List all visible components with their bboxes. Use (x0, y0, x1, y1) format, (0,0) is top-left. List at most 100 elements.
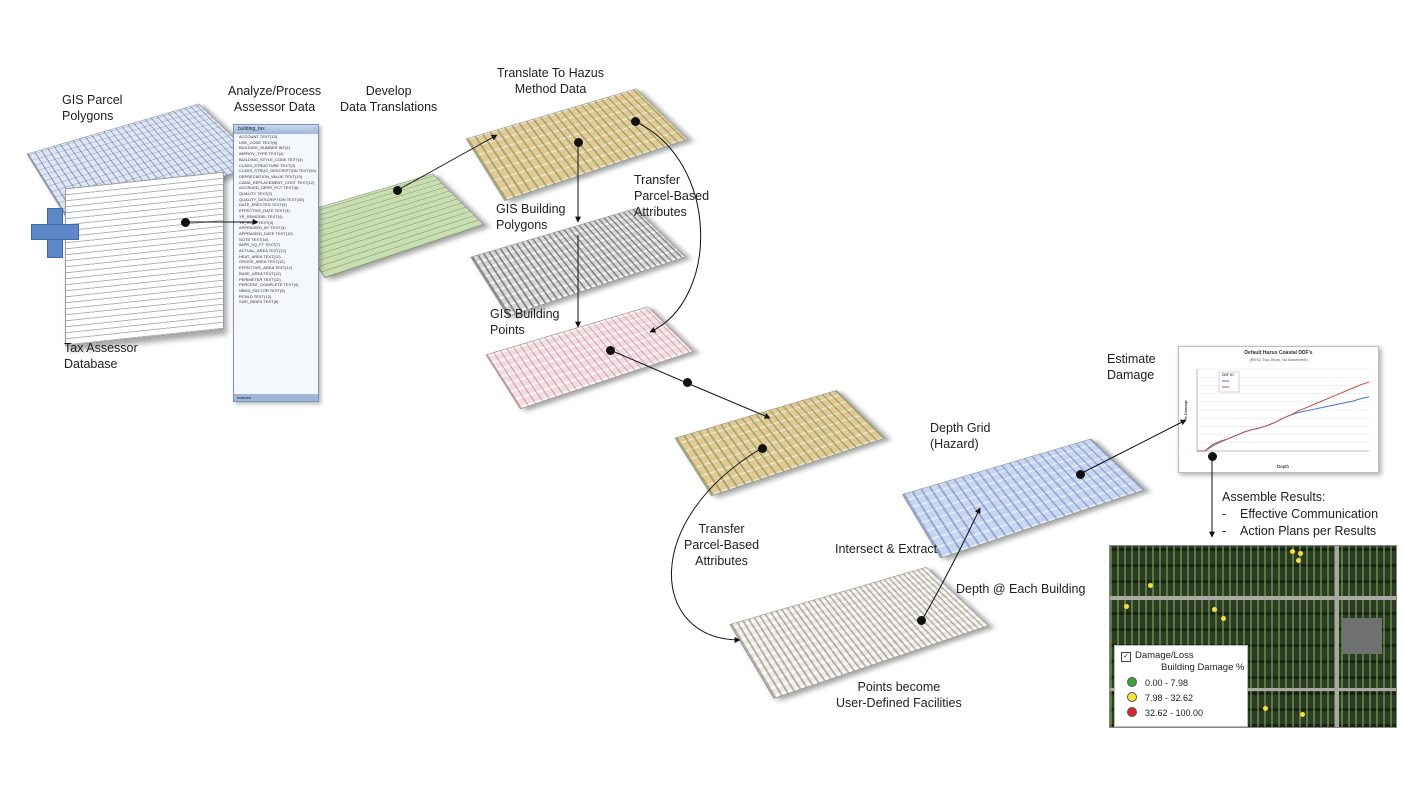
map-point (1290, 549, 1295, 554)
arrow-hazus-curve-to-points (633, 120, 701, 333)
assessor-field-row: EFFECTIVE_DATE TEXT(4) (239, 208, 290, 214)
chart-title: Default Hazus Coastal DDF's (1244, 350, 1313, 356)
assessor-field-row: SIZE_INDEX TEXT(8) (239, 299, 279, 305)
chart-x-axis-label: Depth (1277, 464, 1290, 469)
assemble-dash-2: - (1222, 524, 1227, 538)
assessor-field-row: PERCENT_COMPLETE TEXT(4) (239, 282, 299, 288)
chart-series-line (1197, 381, 1370, 452)
legend-layer-header: ✓ Damage/Loss (1121, 650, 1194, 662)
assessor-table-footer: Indexes (234, 394, 318, 401)
assessor-table-panel: building_tax ACCOUNT TEXT(13)USE_CODE TE… (233, 124, 319, 402)
connector-node (181, 218, 190, 227)
legend-item-high: 32.62 - 100.00 (1127, 707, 1203, 718)
legend-range-high: 32.62 - 100.00 (1145, 708, 1204, 718)
assessor-field-row: RCNLD TEXT(12) (239, 293, 272, 299)
label-gis-building-polygons: GIS Building Polygons (496, 202, 566, 232)
assessor-field-row: BASE_AREA TEXT(12) (239, 270, 281, 276)
assessor-field-row: CLASS_STRUC_DESCRIPTION TEXT(50) (239, 168, 317, 174)
assessor-field-row: YR_REMODEL TEXT(4) (239, 213, 283, 219)
label-points-become: Points become User-Defined Facilities (836, 680, 962, 710)
legend-swatch-green (1127, 677, 1137, 687)
map-point (1148, 583, 1153, 588)
map-point (1212, 607, 1217, 612)
connector-node (1076, 470, 1085, 479)
plus-icon-bar (31, 224, 79, 240)
legend-range-mid: 7.98 - 32.62 (1145, 693, 1194, 703)
label-analyze-assessor: Analyze/Process Assessor Data (228, 84, 322, 114)
map-point (1300, 712, 1305, 717)
map-point (1221, 616, 1226, 621)
legend-item-mid: 7.98 - 32.62 (1127, 692, 1193, 703)
assessor-field-row: CAMA_REPLACEMENT_COST TEXT(12) (239, 179, 315, 185)
connector-node (1208, 452, 1217, 461)
assessor-table-title: building_tax (234, 125, 318, 134)
label-transfer-top: Transfer Parcel-Based Attributes (634, 173, 710, 219)
arrow-middle-curve-to-facilities (670, 447, 763, 643)
damage-chart-panel: Default Hazus Coastal DDF's (RES1 Two-St… (1178, 346, 1379, 473)
map-building-complex (1342, 618, 1382, 654)
map-point (1298, 551, 1303, 556)
label-depth-grid: Depth Grid (Hazard) (930, 421, 991, 451)
assessor-field-row: DATE_ERECTED TEXT(4) (239, 202, 287, 208)
legend-swatch-yellow (1127, 692, 1137, 702)
connector-node (917, 616, 926, 625)
assessor-field-row: QUALITY_DESCRIPTION TEXT(30) (239, 196, 305, 202)
label-transfer-bottom: Transfer Parcel-Based Attributes (684, 522, 760, 568)
assessor-field-row: DEPRECIATION_VALUE TEXT(10) (239, 173, 303, 179)
arrow-depthgrid-to-chart (1079, 419, 1187, 475)
label-action-plans: Action Plans per Results (1240, 524, 1377, 538)
assessor-field-row: IMPROV_TYPE TEXT(4) (239, 151, 284, 157)
connector-node (758, 444, 767, 453)
connector-node (393, 186, 402, 195)
map-point (1263, 706, 1268, 711)
connector-node (606, 346, 615, 355)
map-legend: ✓ Damage/Loss Building Damage % 0.00 - 7.… (1114, 645, 1248, 727)
assessor-field-row: HEAT_AREA TEXT(12) (239, 253, 281, 259)
label-estimate-damage: Estimate Damage (1107, 352, 1156, 382)
label-develop-translations: Develop Data Translations (340, 84, 438, 114)
assessor-field-row: PERIMETER TEXT(12) (239, 276, 281, 282)
arrow-translations-to-hazus (397, 134, 498, 191)
map-point (1296, 558, 1301, 563)
assessor-field-row: EFFECTIVE_AREA TEXT(12) (239, 265, 293, 271)
assessor-field-row: CLASS_STRUCTURE TEXT(3) (239, 162, 296, 168)
label-gis-parcel-polygons: GIS Parcel Polygons (62, 93, 123, 123)
chart-y-axis-label: % Damage (1183, 399, 1188, 420)
label-tax-assessor: Tax Assessor Database (64, 341, 138, 371)
assessor-field-row: QUALITY TEXT(2) (239, 191, 273, 197)
legend-range-low: 0.00 - 7.98 (1145, 678, 1189, 688)
arrow-facilities-to-depthgrid (921, 507, 981, 621)
assessor-field-row: BUILDING_NUMBER INT(4) (239, 145, 290, 151)
assessor-field-row: APPRAISED_DATE TEXT(10) (239, 230, 293, 236)
label-assemble-results: Assemble Results: (1222, 490, 1326, 504)
map-point (1124, 604, 1129, 609)
label-intersect-extract: Intersect & Extract (835, 542, 938, 556)
assessor-field-row: ACCOUNT TEXT(13) (239, 134, 278, 139)
assessor-field-row: USE_CODE TEXT(6) (239, 139, 278, 145)
map-road (1335, 546, 1339, 727)
label-translate-hazus: Translate To Hazus Method Data (497, 66, 604, 96)
legend-field-name: Building Damage % (1161, 662, 1245, 673)
connector-node (631, 117, 640, 126)
map-road (1110, 596, 1396, 600)
chart-subtitle: (RES1 Two-Story, No Basement) (1249, 357, 1308, 362)
assessor-field-row: BUILDING_STYLE_CODE TEXT(4) (239, 156, 303, 162)
assessor-field-row: GROSS_AREA TEXT(12) (239, 259, 285, 265)
legend-layer-name: Damage/Loss (1135, 650, 1194, 661)
legend-checkbox[interactable]: ✓ (1121, 652, 1131, 662)
assessor-field-row: ACCRUED_DEPR_PCT TEXT(8) (239, 185, 299, 191)
chart-plot: DDF ID Depth % Damage (1183, 368, 1370, 469)
label-gis-building-points: GIS Building Points (490, 307, 560, 337)
chart-legend-title: DDF ID (1222, 373, 1234, 377)
assessor-field-row: NOTE TEXT(10) (239, 236, 269, 242)
legend-item-low: 0.00 - 7.98 (1127, 677, 1188, 688)
connector-node (574, 138, 583, 147)
label-effective-communication: Effective Communication (1240, 507, 1379, 521)
assessor-field-row: ACTUAL_AREA TEXT(12) (239, 248, 287, 254)
label-depth-each-building: Depth @ Each Building (956, 582, 1086, 596)
legend-swatch-red (1127, 707, 1137, 717)
assessor-field-row: NBHD_FACTOR TEXT(8) (239, 287, 285, 293)
assemble-dash-1: - (1222, 507, 1227, 521)
connector-node (683, 378, 692, 387)
